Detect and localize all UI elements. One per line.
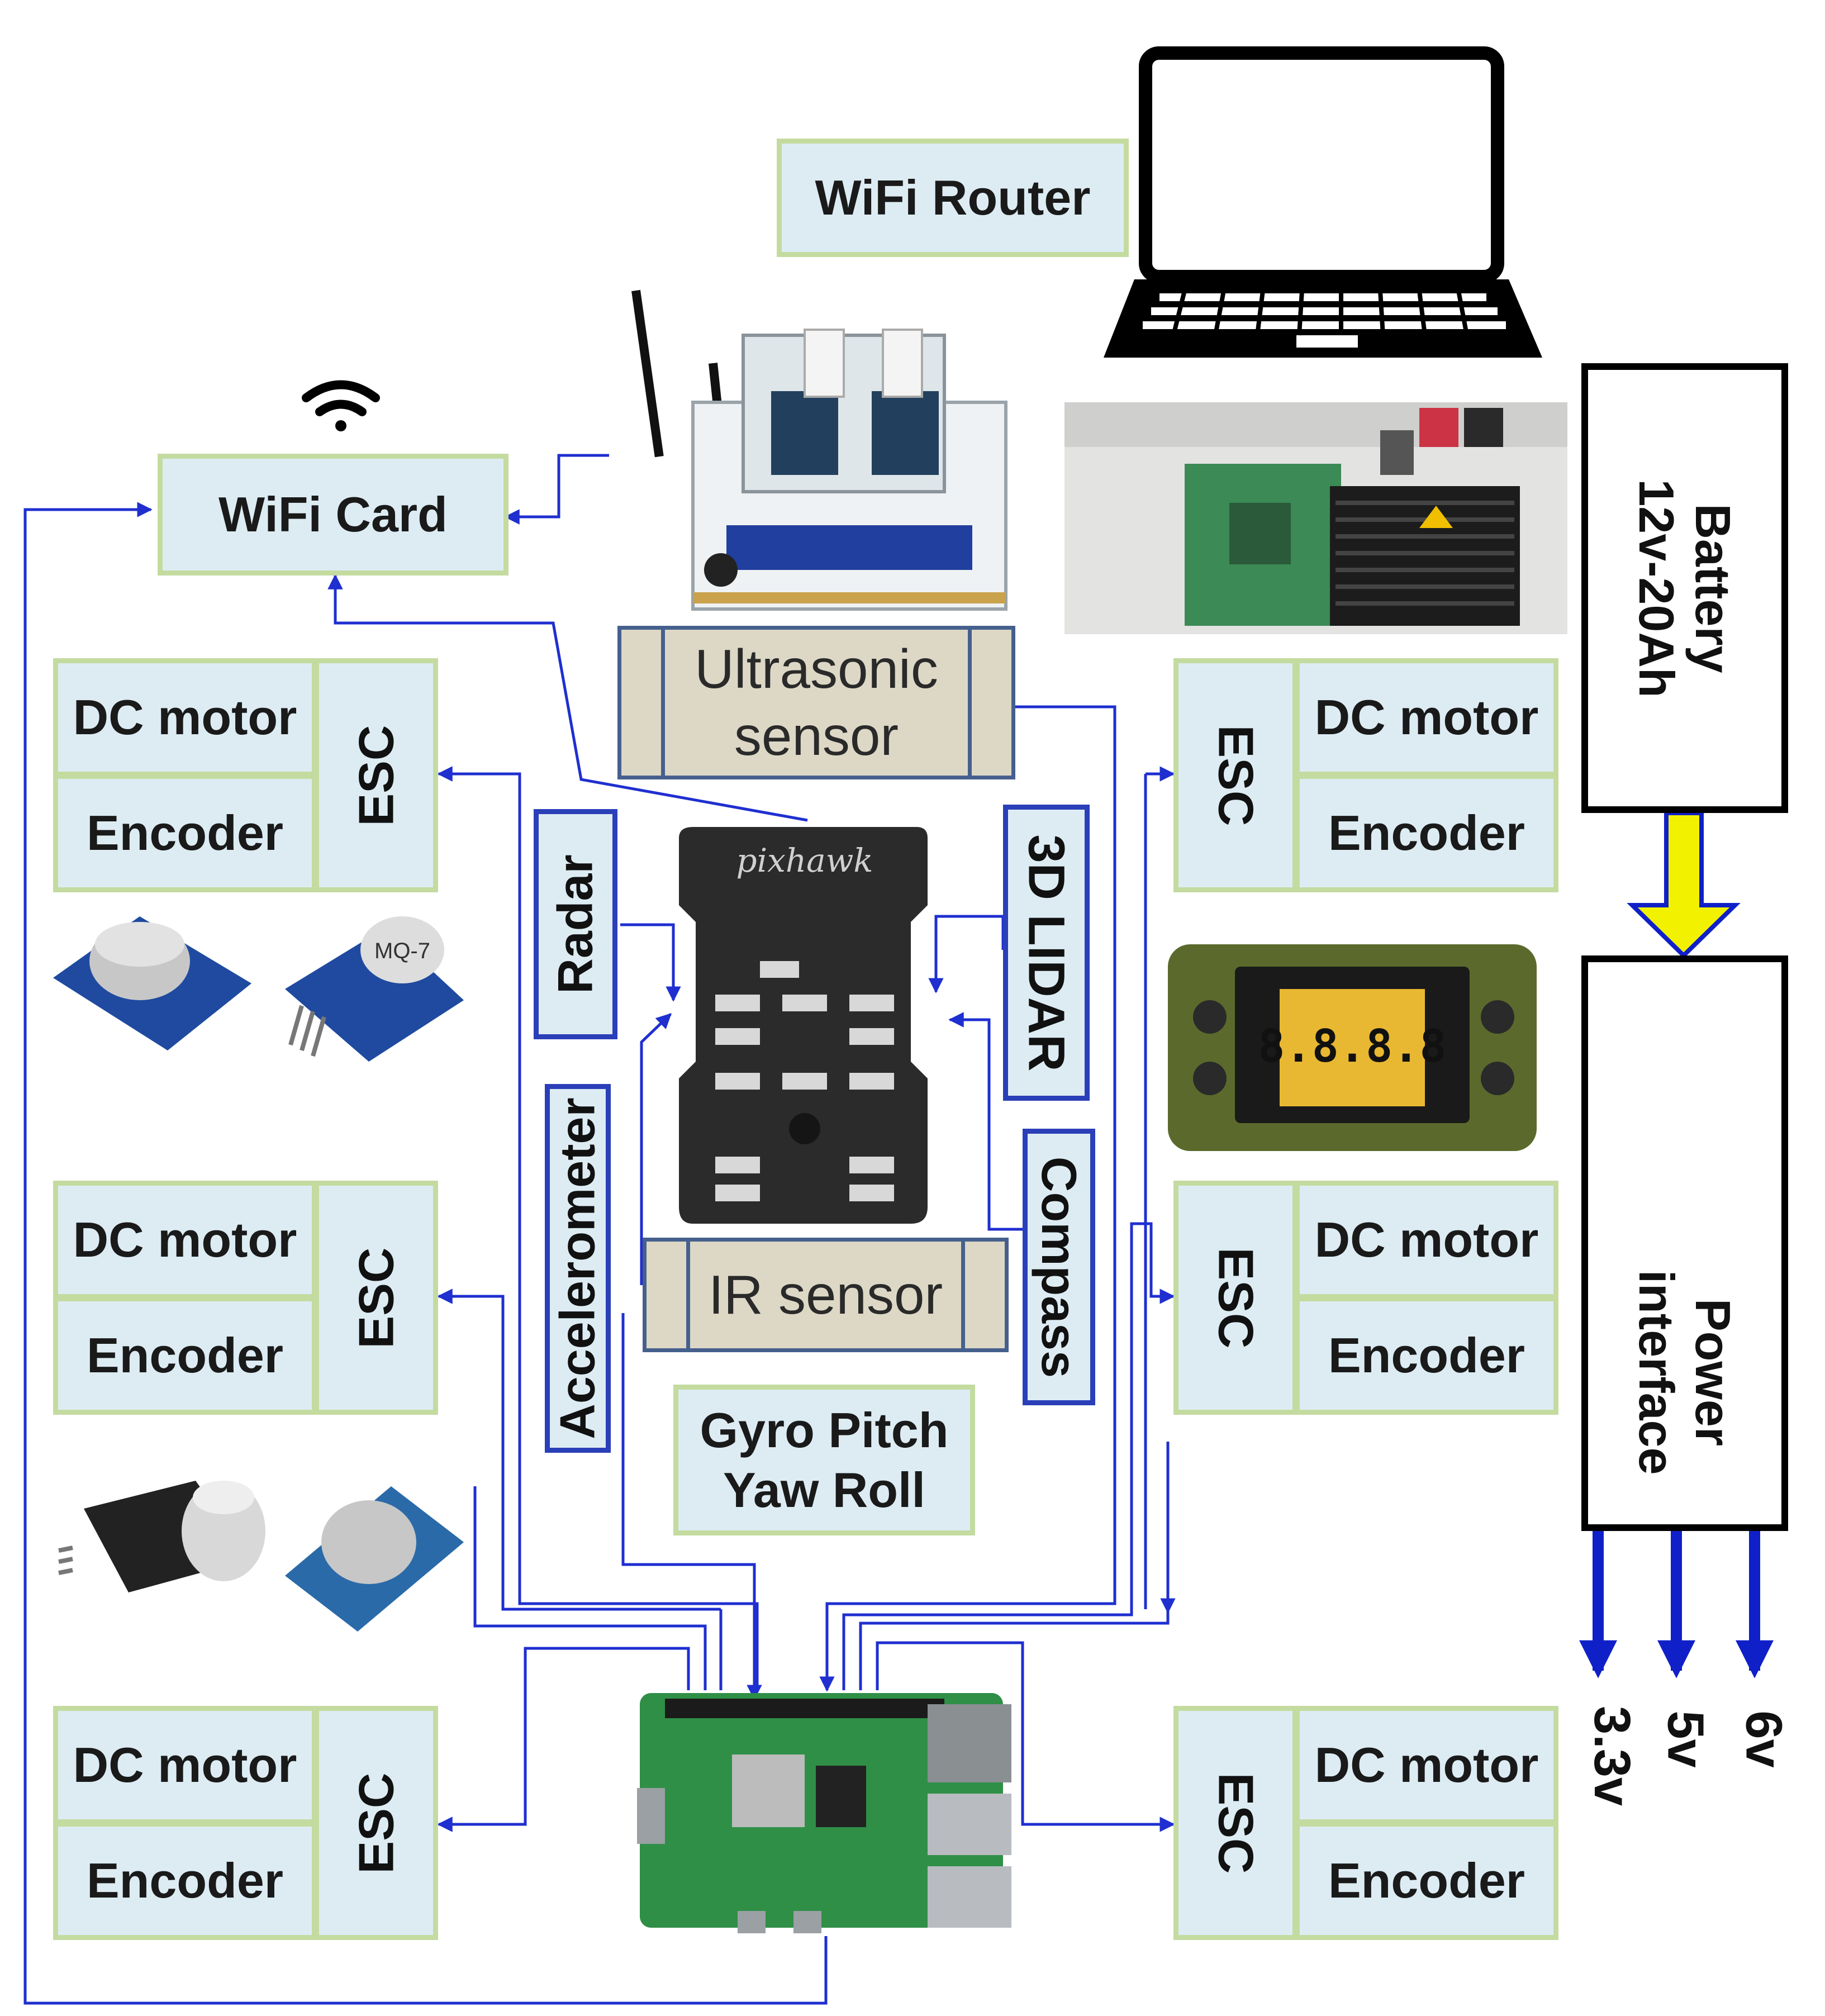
- encoder-box-left-2: Encoder: [53, 1296, 317, 1415]
- ir-sensor-label: IR sensor: [708, 1263, 943, 1325]
- bundle-right-1: [819, 1592, 1116, 1692]
- jetson-board-icon: [1064, 402, 1567, 634]
- wire-ultrasonic-rpi: [1014, 705, 1116, 1592]
- bundle-left-1: [518, 1587, 759, 1690]
- esc-box-right-1: ESC: [1173, 658, 1298, 892]
- wifi-card-box: WiFi Card: [158, 454, 508, 576]
- gyro-label-line2: Yaw Roll: [723, 1462, 925, 1518]
- encoder-box-right-3: Encoder: [1295, 1822, 1558, 1940]
- gyro-label-line1: Gyro Pitch: [700, 1402, 949, 1458]
- esc-label: ESC: [348, 1247, 403, 1348]
- wifi-signal-icon: [302, 380, 380, 431]
- wire-lidar-pixhawk: [928, 915, 1005, 993]
- encoder-label: Encoder: [1328, 1853, 1525, 1908]
- ir-sensor-box: IR sensor: [643, 1238, 1009, 1352]
- encoder-label: Encoder: [1328, 805, 1525, 860]
- dc-motor-label: DC motor: [73, 1737, 297, 1792]
- encoder-box-right-2: Encoder: [1295, 1296, 1558, 1415]
- accelerometer-box: Accelerometer: [545, 1084, 611, 1453]
- dc-motor-label: DC motor: [73, 690, 297, 745]
- lcd-readout: 8.8.8.8: [1258, 1020, 1446, 1072]
- dc-motor-box-left-1: DC motor: [53, 658, 317, 777]
- encoder-box-left-3: Encoder: [53, 1822, 317, 1940]
- wire-esc-left-1: [437, 766, 521, 1592]
- radar-box: Radar: [534, 809, 617, 1039]
- dc-motor-box-right-2: DC motor: [1295, 1181, 1558, 1299]
- dc-motor-label: DC motor: [1314, 1737, 1539, 1792]
- output-3v3-label: 3.3v: [1584, 1705, 1641, 1806]
- laptop-icon: [1104, 46, 1542, 358]
- gyro-box: Gyro Pitch Yaw Roll: [673, 1385, 975, 1535]
- wifi-router-box: WiFi Router: [777, 139, 1129, 257]
- encoder-label: Encoder: [86, 1328, 284, 1383]
- power-output-arrows: [1579, 1528, 1774, 1679]
- bundle-left-2: [473, 1486, 707, 1690]
- power-interface-label: Power interface: [1629, 1269, 1741, 1475]
- compass-label: Compass: [1032, 1156, 1087, 1378]
- wifi-card-label: WiFi Card: [218, 487, 448, 542]
- dc-motor-box-left-3: DC motor: [53, 1706, 317, 1824]
- esc-box-right-2: ESC: [1173, 1181, 1298, 1415]
- esc-box-left-1: ESC: [314, 658, 438, 892]
- esc-label: ESC: [1208, 1772, 1263, 1874]
- esc-label: ESC: [1208, 725, 1263, 826]
- output-5v-label: 5v: [1657, 1710, 1714, 1768]
- wire-pixhawk-wifi: [327, 574, 808, 822]
- encoder-box-left-1: Encoder: [53, 774, 317, 892]
- dc-motor-label: DC motor: [73, 1212, 297, 1267]
- raspberry-pi-icon: [637, 1693, 1011, 1933]
- encoder-label: Encoder: [86, 1853, 284, 1908]
- wire-esc-left-2: [437, 1288, 505, 1592]
- dc-motor-label: DC motor: [1314, 690, 1539, 745]
- ultrasonic-sensor-box: Ultrasonic sensor: [617, 626, 1015, 779]
- camera-module-icon: [631, 289, 1007, 611]
- esc-box-right-3: ESC: [1173, 1706, 1298, 1940]
- compass-box: Compass: [1023, 1129, 1095, 1405]
- lidar-box: 3D LIDAR: [1003, 805, 1090, 1101]
- esc-box-left-3: ESC: [314, 1706, 438, 1940]
- battery-label: Battery 12v-20Ah: [1629, 478, 1741, 698]
- wire-esc-right-3: [876, 1641, 1175, 1832]
- output-6v-label: 6v: [1735, 1710, 1793, 1768]
- encoder-label: Encoder: [86, 805, 284, 860]
- wire-accel-pixhawk: [640, 1013, 672, 1285]
- pixhawk-controller-icon: pixhawk: [679, 827, 928, 1224]
- esc-label: ESC: [348, 1772, 403, 1874]
- wire-compass-pixhawk: [948, 1012, 1023, 1231]
- encoder-box-right-1: Encoder: [1295, 774, 1558, 892]
- battery-box: Battery 12v-20Ah: [1581, 363, 1788, 813]
- esc-label: ESC: [348, 725, 403, 826]
- dc-motor-box-left-2: DC motor: [53, 1181, 317, 1299]
- esc-label: ESC: [1208, 1247, 1263, 1348]
- dc-motor-box-right-1: DC motor: [1295, 658, 1558, 777]
- esc-box-left-2: ESC: [314, 1181, 438, 1415]
- lidar-label: 3D LIDAR: [1018, 834, 1075, 1072]
- gas-sensor-icon: MQ-7: [53, 916, 464, 1062]
- wire-esc-right-2: [1130, 1222, 1175, 1592]
- accelerometer-label: Accelerometer: [550, 1097, 606, 1439]
- wire-radar-pixhawk: [620, 923, 681, 1002]
- gas-sensor-label: MQ-7: [374, 939, 430, 963]
- radiation-meter-icon: 8.8.8.8: [1168, 944, 1537, 1151]
- wifi-router-label: WiFi Router: [815, 170, 1091, 225]
- radar-label: Radar: [548, 854, 603, 994]
- power-interface-box: Power interface: [1581, 955, 1788, 1531]
- dc-motor-box-right-3: DC motor: [1295, 1706, 1558, 1824]
- signal-wires: [23, 454, 1176, 2005]
- encoder-label: Encoder: [1328, 1328, 1525, 1383]
- dc-motor-label: DC motor: [1314, 1212, 1539, 1267]
- wire-rpi-wifi-card: [23, 502, 828, 2005]
- gas-sensor-icon: [58, 1481, 464, 1632]
- pixhawk-logo-text: pixhawk: [736, 841, 873, 879]
- battery-to-power-arrow: [1627, 811, 1741, 959]
- wire-ir-rpi: [621, 1313, 762, 1700]
- ultrasonic-sensor-label: Ultrasonic sensor: [695, 638, 938, 767]
- wire-camera-wifi: [504, 454, 609, 525]
